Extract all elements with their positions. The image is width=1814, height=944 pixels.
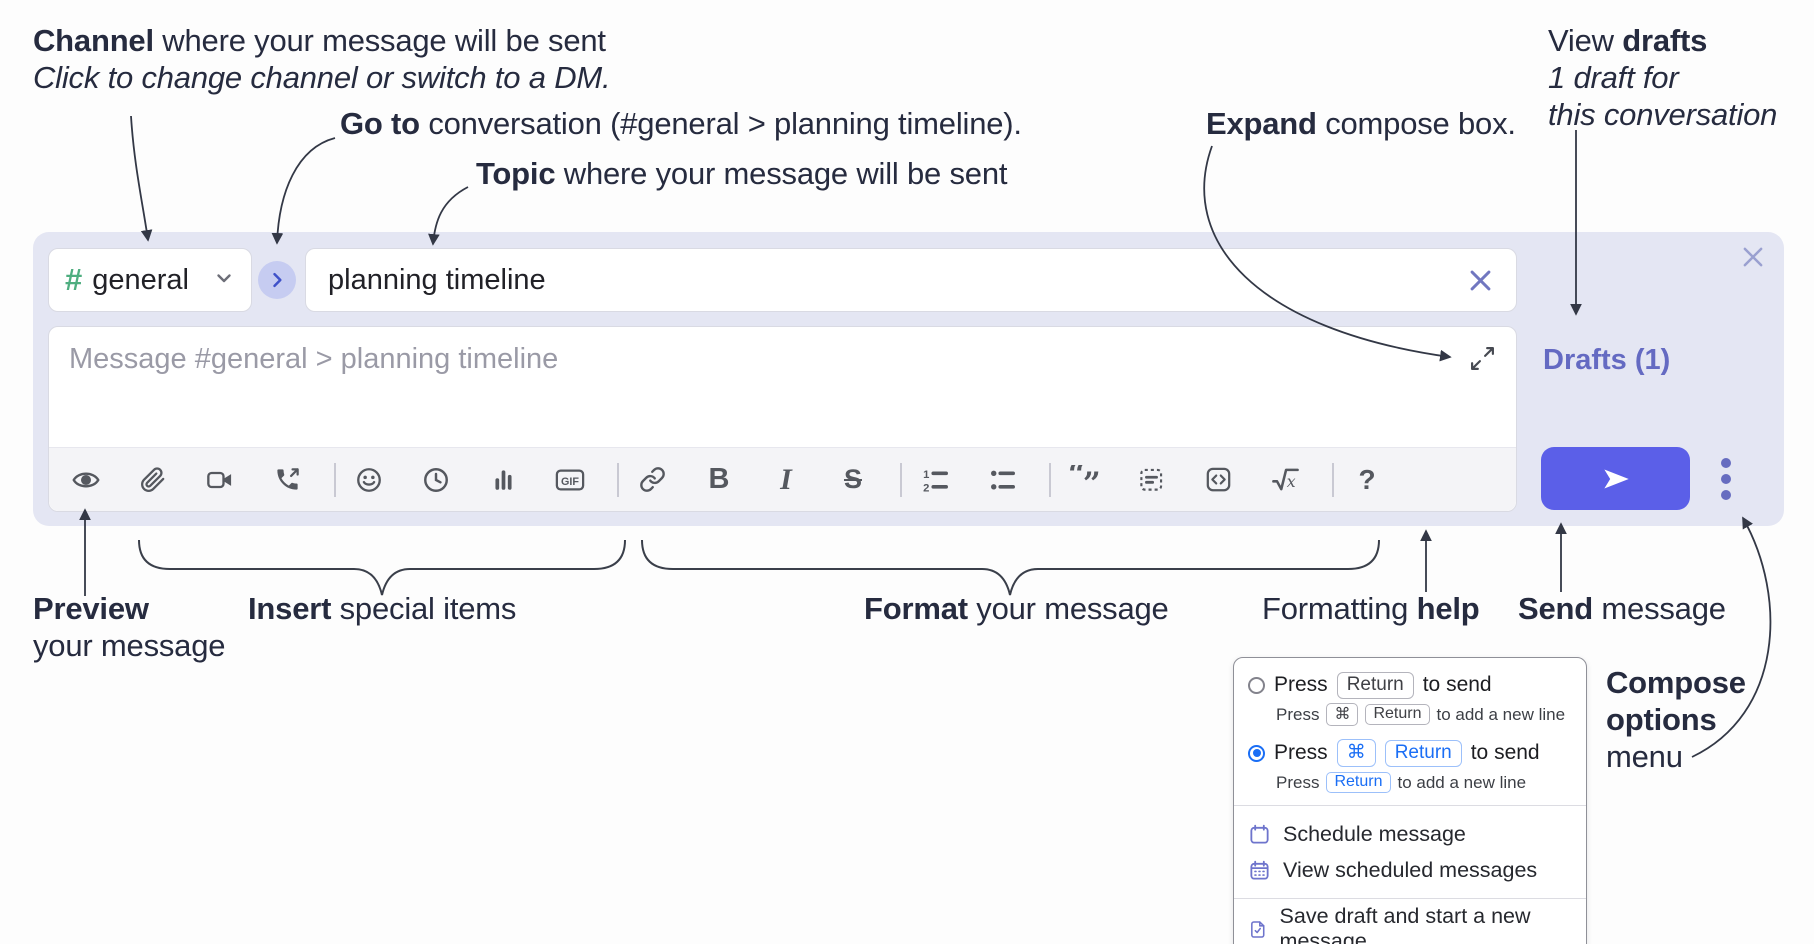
formula-sqrt-icon[interactable]: x [1265,460,1305,500]
annotation-view-drafts: View drafts 1 draft for this conversatio… [1548,23,1778,132]
close-icon [1470,270,1491,290]
svg-text:x: x [1286,472,1295,491]
menu-item-view-scheduled[interactable]: View scheduled messages [1248,852,1572,888]
option-subtext: Press [1276,704,1320,724]
video-camera-icon[interactable] [200,460,240,500]
bold-icon[interactable]: B [708,463,730,495]
key-cmd: ⌘ [1326,703,1359,726]
annotation-channel: Channel where your message will be sent … [33,23,611,95]
compose-options-menu: Press Return to send Press ⌘ Return to a… [1233,657,1587,944]
phone-call-icon[interactable] [267,460,307,500]
radio-selected[interactable] [1248,744,1265,762]
attach-paperclip-icon[interactable] [133,460,173,500]
inline-code-icon[interactable] [1198,460,1238,500]
chevron-right-icon [273,272,282,288]
channel-name: general [92,263,189,296]
menu-item-label: View scheduled messages [1283,857,1538,882]
message-placeholder: Message #general > planning timeline [69,343,559,375]
option-text: to send [1422,673,1492,696]
option-text: Press [1274,741,1328,764]
bulleted-list-icon[interactable] [982,460,1022,500]
calendar-icon [1250,824,1269,844]
svg-text:GIF: GIF [561,475,579,487]
channel-hash-icon: # [65,262,83,297]
save-draft-document-icon [1251,920,1265,938]
annotation-format: Format your message [864,591,1169,626]
calendar-grid-icon [1250,860,1269,880]
menu-item-label: Save draft and start a new message [1279,904,1531,944]
menu-divider [1234,805,1586,806]
topic-input[interactable]: planning timeline [305,248,1517,312]
toolbar-divider [900,462,902,497]
channel-selector[interactable]: # general [48,248,252,312]
gif-icon[interactable]: GIF [550,460,590,500]
toolbar-divider [1332,462,1334,497]
message-compose-box: Message #general > planning timeline [48,326,1517,512]
key-cmd: ⌘ [1336,739,1376,767]
recent-clock-icon[interactable] [416,460,456,500]
menu-divider [1234,898,1586,899]
annotation-formatting-help: Formatting help [1262,591,1480,626]
close-compose-button[interactable] [1740,244,1766,270]
svg-text:2: 2 [923,482,929,493]
compose-panel: # general planning timeline Message #gen… [33,232,1784,526]
annotation-insert: Insert special items [248,591,517,626]
radio-unselected[interactable] [1248,676,1265,694]
drafts-link[interactable]: Drafts (1) [1543,344,1671,376]
key-return: Return [1384,739,1462,767]
menu-option-return-to-send[interactable]: Press Return to send Press ⌘ Return to a… [1248,670,1572,727]
annotation-send: Send message [1518,591,1726,626]
annotation-goto: Go to conversation (#general > planning … [340,106,1022,141]
svg-text:1: 1 [923,469,929,481]
formatting-help-icon[interactable]: ? [1358,463,1376,495]
menu-item-save-draft[interactable]: Save draft and start a new message [1248,904,1572,944]
svg-text:“: “ [1069,465,1086,493]
send-button[interactable] [1541,447,1690,510]
poll-bar-chart-icon[interactable] [483,460,523,500]
menu-option-cmd-return-to-send[interactable]: Press ⌘ Return to send Press Return to a… [1248,738,1572,795]
connector-channel [130,115,153,242]
key-return: Return [1326,772,1391,793]
preview-eye-icon[interactable] [66,460,106,500]
annotation-preview: Preview your message [33,591,226,663]
italic-icon[interactable]: I [780,462,792,496]
goto-conversation-button[interactable] [258,261,296,299]
option-subtext: to add a new line [1397,772,1527,792]
option-subtext: Press [1276,772,1320,792]
strikethrough-icon[interactable]: S [843,464,862,494]
key-return: Return [1365,704,1430,725]
chevron-down-icon [213,267,235,294]
expand-icon [1471,347,1494,370]
menu-item-schedule-message[interactable]: Schedule message [1248,816,1572,852]
clear-topic-button[interactable] [1467,267,1494,294]
key-return: Return [1336,671,1414,699]
link-icon[interactable] [632,460,672,500]
message-input[interactable]: Message #general > planning timeline [49,327,1516,447]
close-icon [1743,247,1763,267]
svg-text:”: ” [1083,465,1099,494]
annotation-topic: Topic where your message will be sent [476,156,1008,191]
connector-goto [271,137,336,245]
send-paper-plane-icon [1603,468,1629,489]
blockquote-icon[interactable]: “” [1064,460,1104,500]
option-text: Press [1274,673,1328,696]
toolbar-divider [1049,462,1051,497]
emoji-smiley-icon[interactable] [349,460,389,500]
compose-options-kebab-button[interactable] [1706,447,1746,510]
menu-item-label: Schedule message [1283,821,1466,846]
topic-value: planning timeline [328,263,546,296]
option-subtext: to add a new line [1436,704,1566,724]
toolbar-divider [334,462,336,497]
expand-compose-button[interactable] [1469,345,1496,377]
annotation-compose-options: Compose options menu [1606,665,1746,774]
code-block-icon[interactable] [1131,460,1171,500]
toolbar-divider [617,462,619,497]
brace-format [641,539,1380,596]
brace-insert [138,539,626,596]
option-text: to send [1470,741,1540,764]
annotation-expand: Expand compose box. [1206,106,1516,141]
